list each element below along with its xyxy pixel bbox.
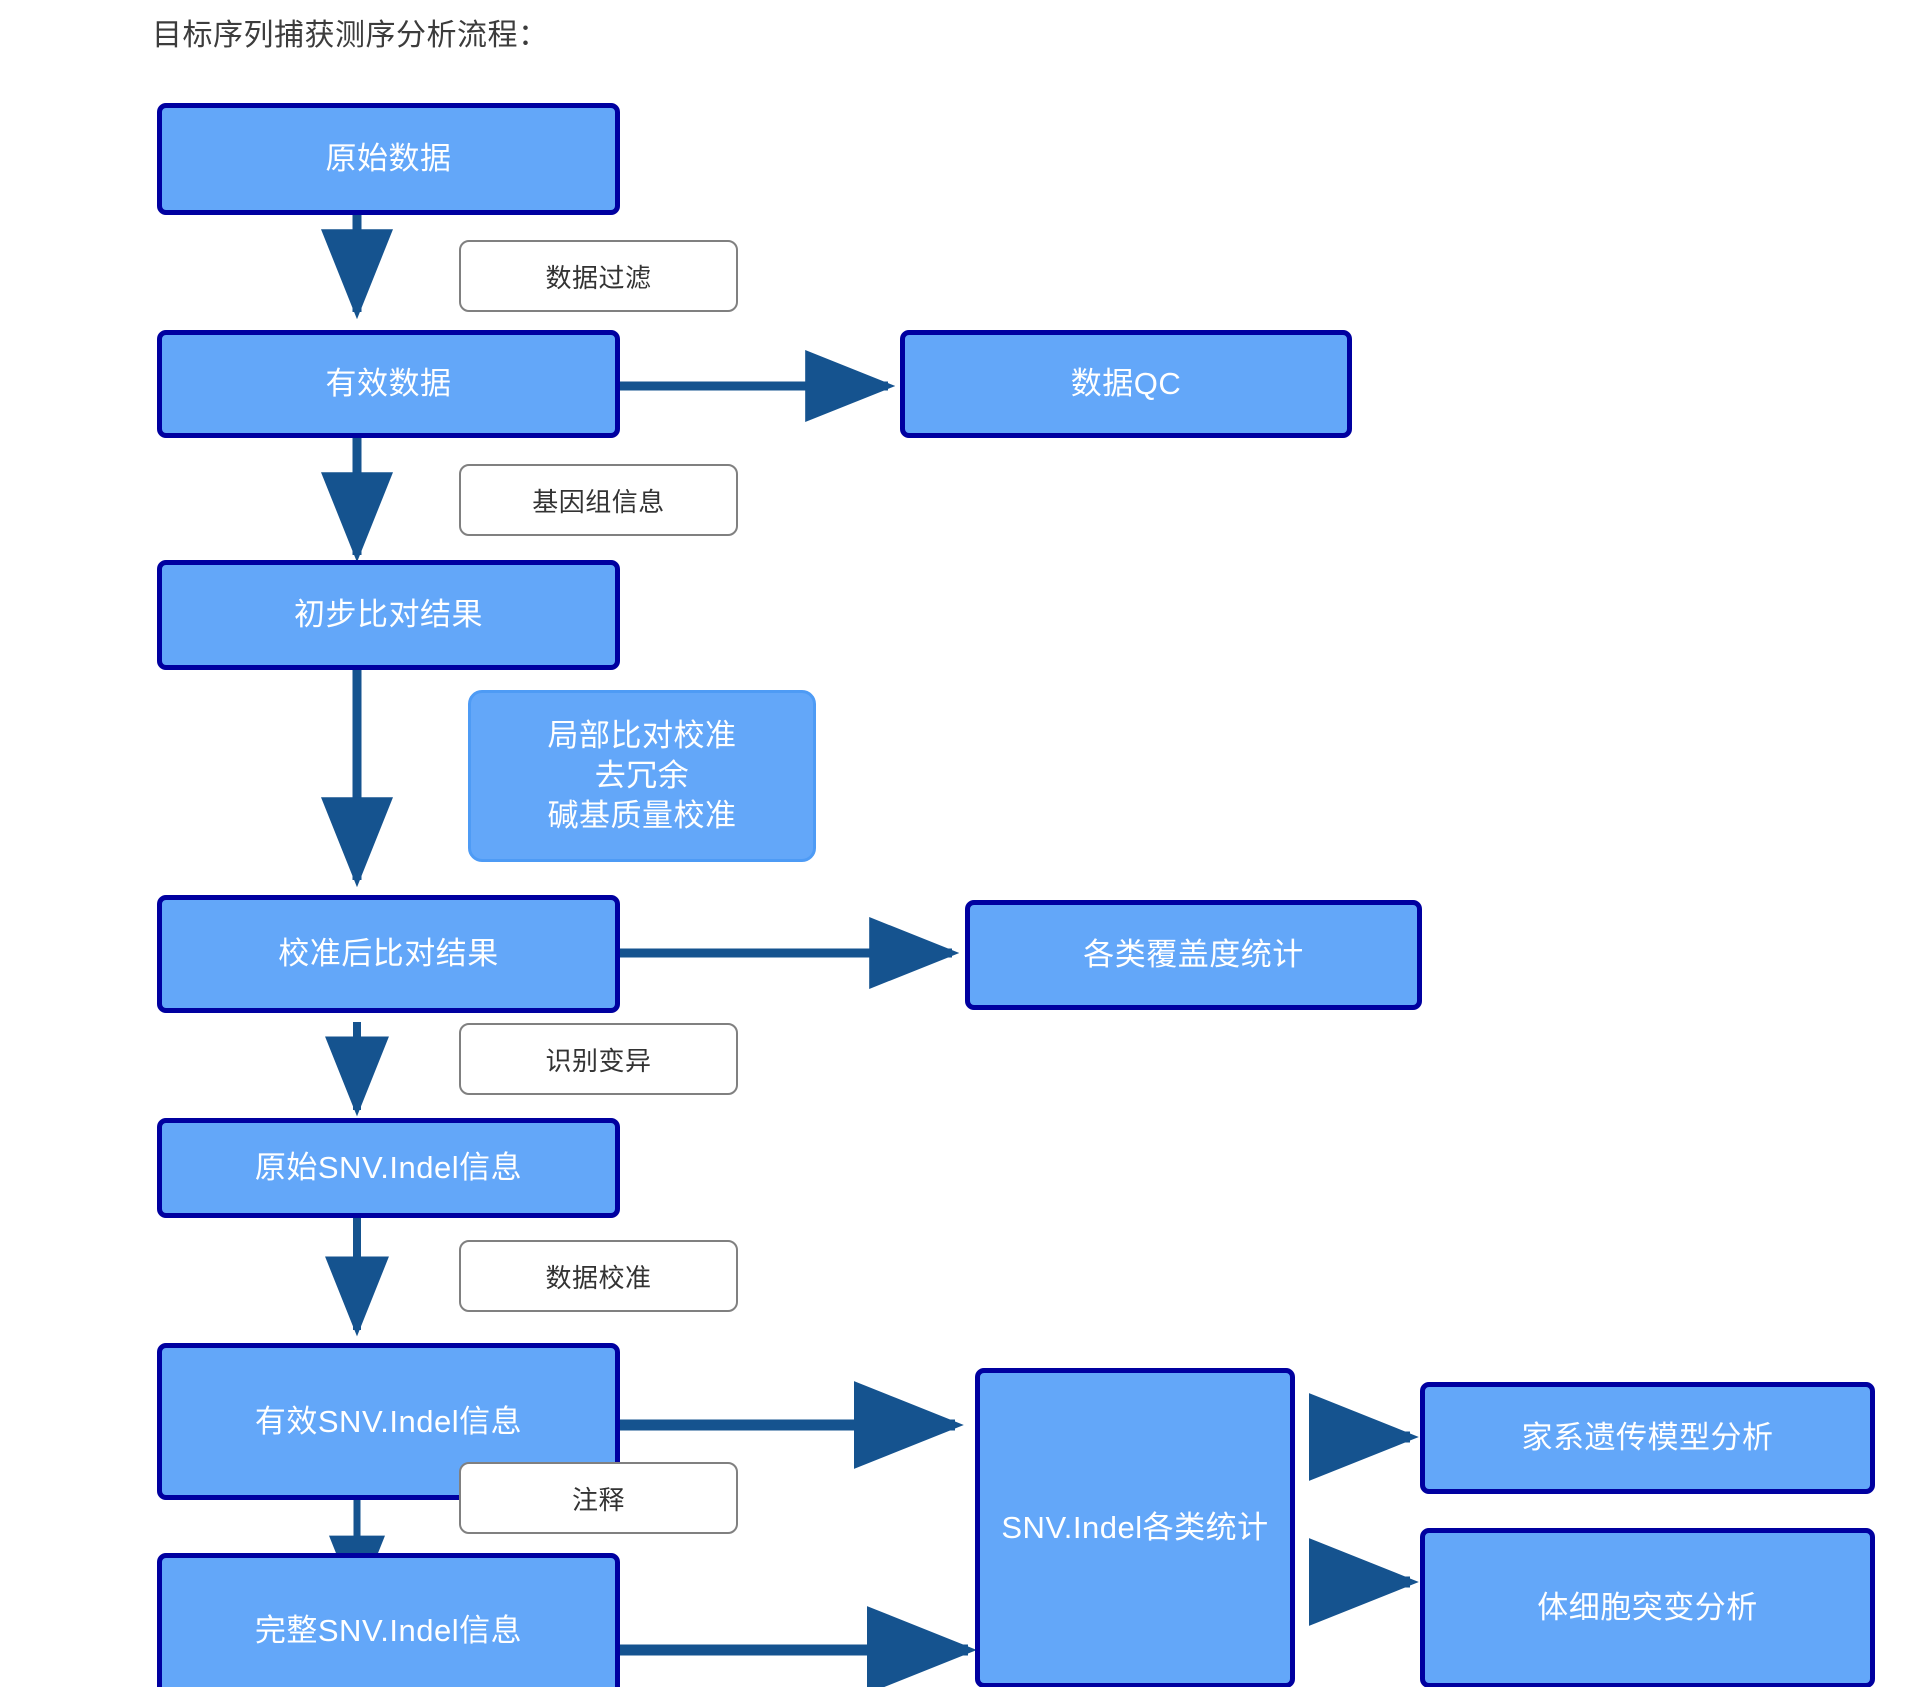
node-raw-data[interactable]: 原始数据 xyxy=(157,103,620,215)
edge-label-data-calibration: 数据校准 xyxy=(459,1240,738,1312)
node-full-snv-indel[interactable]: 完整SNV.Indel信息 xyxy=(157,1553,620,1687)
edge-label-data-filter: 数据过滤 xyxy=(459,240,738,312)
edge-label-call-variants: 识别变异 xyxy=(459,1023,738,1095)
node-somatic-mutation[interactable]: 体细胞突变分析 xyxy=(1420,1528,1875,1687)
node-coverage-stats[interactable]: 各类覆盖度统计 xyxy=(965,900,1422,1010)
node-data-qc[interactable]: 数据QC xyxy=(900,330,1352,438)
node-initial-alignment[interactable]: 初步比对结果 xyxy=(157,560,620,670)
node-family-model[interactable]: 家系遗传模型分析 xyxy=(1420,1382,1875,1494)
node-realignment-note[interactable]: 局部比对校准 去冗余 碱基质量校准 xyxy=(468,690,816,862)
node-calibrated-alignment[interactable]: 校准后比对结果 xyxy=(157,895,620,1013)
edge-label-genome-info: 基因组信息 xyxy=(459,464,738,536)
node-raw-snv-indel[interactable]: 原始SNV.Indel信息 xyxy=(157,1118,620,1218)
page-title: 目标序列捕获测序分析流程： xyxy=(152,19,549,52)
node-snv-indel-stats[interactable]: SNV.Indel各类统计 xyxy=(975,1368,1295,1687)
node-valid-data[interactable]: 有效数据 xyxy=(157,330,620,438)
edge-label-annotation: 注释 xyxy=(459,1462,738,1534)
